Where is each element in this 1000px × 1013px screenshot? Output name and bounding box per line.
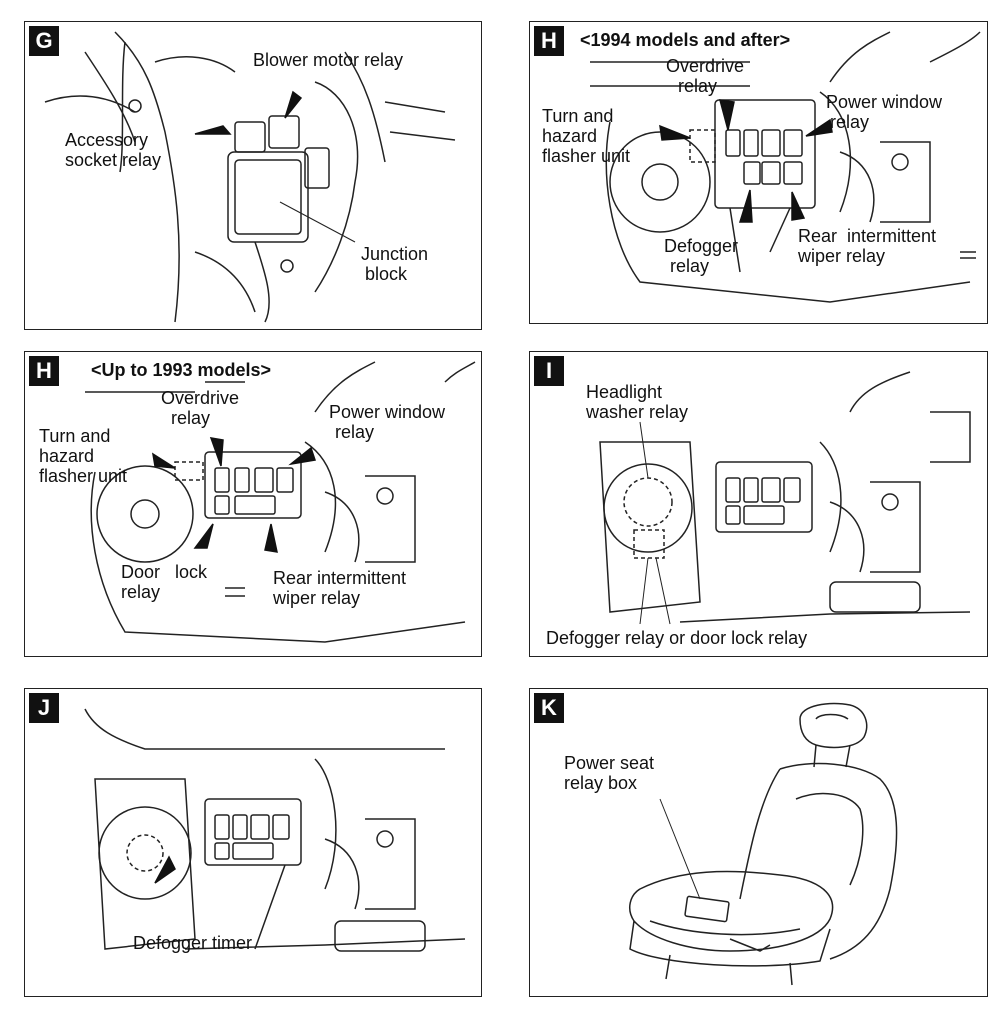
defogger-door-lock-relay-outline xyxy=(634,530,664,558)
headrest-shape xyxy=(800,704,867,748)
label-junction-block: Junction block xyxy=(361,244,429,284)
arrow-power-window xyxy=(806,120,832,136)
label-rear-intermittent-wiper-relay: Rear intermittent wiper relay xyxy=(798,226,937,266)
arrow-rear-wiper xyxy=(265,524,277,552)
arrow-blower xyxy=(285,92,301,118)
panel-h-new-illustration xyxy=(530,22,988,324)
panel-g-illustration xyxy=(25,22,482,330)
arrow-defogger xyxy=(740,190,752,222)
junction-block-shape xyxy=(228,152,308,242)
label-rear-intermittent-wiper-relay: Rear intermittent wiper relay xyxy=(273,568,407,608)
panel-i: I Headlight washer relay Defogger relay … xyxy=(529,351,988,657)
flasher-unit-outline xyxy=(690,130,715,162)
label-overdrive-relay: Overdrive relay xyxy=(161,388,240,428)
arrow-turn-hazard xyxy=(660,126,690,140)
arrow-rear-wiper xyxy=(792,192,804,220)
arrow-overdrive xyxy=(211,438,223,466)
label-overdrive-relay: Overdrive relay xyxy=(666,56,745,96)
relay-block-shape xyxy=(716,462,812,532)
label-power-window-relay: Power window relay xyxy=(826,92,943,132)
label-defogger-relay: Defogger relay xyxy=(664,236,739,276)
headlight-washer-relay-outline xyxy=(624,478,672,526)
accessory-socket-relay-shape xyxy=(235,122,265,152)
label-accessory-socket-relay: Accessory socket relay xyxy=(65,130,162,170)
blower-motor-relay-shape xyxy=(269,116,299,148)
panel-j-illustration xyxy=(25,689,482,997)
label-defogger-or-door-lock-relay: Defogger relay or door lock relay xyxy=(546,628,808,648)
arrow-power-window xyxy=(291,448,315,464)
label-door-lock-relay: Door lock relay xyxy=(121,562,208,602)
arrow-door-lock xyxy=(195,524,213,548)
relay-block-shape xyxy=(205,799,301,865)
panel-badge: K xyxy=(534,693,564,723)
panel-i-illustration xyxy=(530,352,988,657)
panel-k-illustration xyxy=(530,689,988,997)
arrow-overdrive xyxy=(720,100,734,130)
panel-badge: H xyxy=(29,356,59,386)
flasher-unit-outline xyxy=(175,462,203,480)
panel-title: <1994 models and after> xyxy=(580,30,791,50)
seatback-shape xyxy=(780,764,897,959)
label-turn-hazard-flasher: Turn and hazard flasher unit xyxy=(542,106,631,166)
panel-j: J Defogger timer xyxy=(24,688,482,997)
panel-title: <Up to 1993 models> xyxy=(91,360,272,380)
label-turn-hazard-flasher: Turn and hazard flasher unit xyxy=(39,426,128,486)
panel-badge: I xyxy=(534,356,564,386)
defogger-timer-outline xyxy=(127,835,163,871)
panel-h-old-illustration xyxy=(25,352,482,657)
label-blower-motor-relay: Blower motor relay xyxy=(253,50,404,70)
panel-k: K Power seat relay box xyxy=(529,688,988,997)
panel-h-1994-and-after: H <1994 models and after> Overdrive rela… xyxy=(529,21,988,324)
arrow-accessory xyxy=(195,126,230,134)
relay-block-shape xyxy=(205,452,301,518)
panel-badge: J xyxy=(29,693,59,723)
panel-g: G Blower motor relay Accessory socket re… xyxy=(24,21,482,330)
panel-badge: H xyxy=(534,26,564,56)
panel-badge: G xyxy=(29,26,59,56)
arrow-defogger-timer xyxy=(155,857,175,883)
label-power-seat-relay-box: Power seat relay box xyxy=(564,753,655,793)
power-seat-relay-box-shape xyxy=(685,896,729,922)
panel-h-up-to-1993: H <Up to 1993 models> Overdrive relay Tu… xyxy=(24,351,482,657)
label-power-window-relay: Power window relay xyxy=(329,402,446,442)
label-headlight-washer-relay: Headlight washer relay xyxy=(586,382,689,422)
label-defogger-timer: Defogger timer xyxy=(133,933,253,953)
arrow-turn-hazard xyxy=(153,454,175,468)
